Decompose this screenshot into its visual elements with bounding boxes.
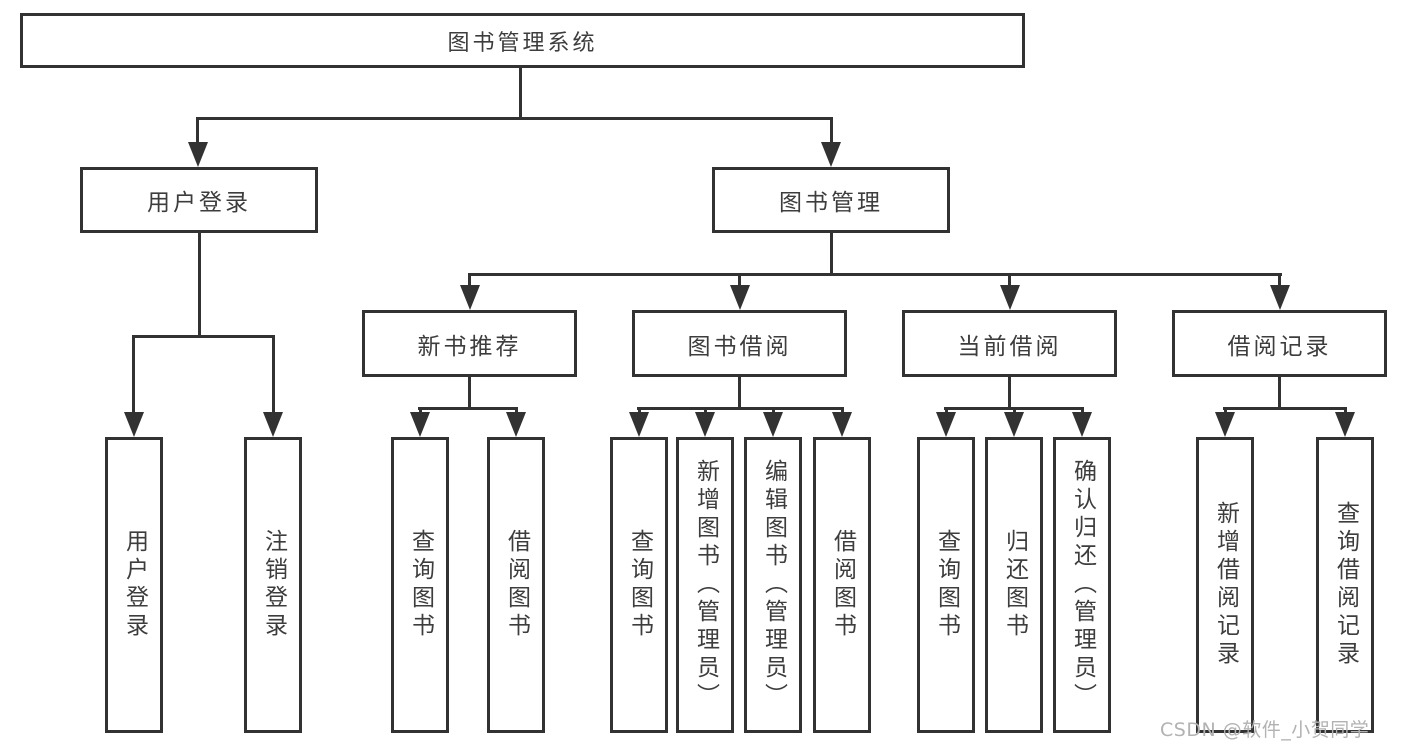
arrowhead-icon (1335, 412, 1355, 437)
node-book-borrowing: 图书借阅 (632, 310, 847, 377)
connector-line (468, 273, 1282, 276)
node-current-borrowing: 当前借阅 (902, 310, 1117, 377)
node-user-login: 用户登录 (80, 167, 318, 233)
arrowhead-icon (1004, 412, 1024, 437)
connector-line (1224, 407, 1227, 416)
connector-line (1081, 407, 1084, 416)
leaf-borrowing-borrow-books: 借阅图书 (813, 437, 871, 733)
leaf-borrowing-edit-books-admin: 编辑图书（管理员） (744, 437, 802, 733)
arrowhead-icon (730, 285, 750, 310)
leaf-newbook-query-books: 查询图书 (391, 437, 449, 733)
connector-line (519, 68, 522, 119)
leaf-borrowing-add-books-admin: 新增图书（管理员） (676, 437, 734, 733)
connector-line (468, 273, 471, 289)
leaf-logout: 注销登录 (244, 437, 302, 733)
arrowhead-icon (460, 285, 480, 310)
connector-line (830, 233, 833, 276)
arrowhead-icon (1215, 412, 1235, 437)
arrowhead-icon (821, 142, 841, 167)
arrowhead-icon (695, 412, 715, 437)
arrowhead-icon (188, 142, 208, 167)
connector-line (841, 407, 844, 416)
connector-line (738, 377, 741, 409)
leaf-records-query-borrow-record: 查询借阅记录 (1316, 437, 1374, 733)
connector-line (132, 335, 135, 415)
connector-line (196, 117, 199, 147)
connector-line (772, 407, 775, 416)
connector-line (418, 407, 518, 410)
node-library-management-system: 图书管理系统 (20, 13, 1025, 68)
arrowhead-icon (506, 412, 526, 437)
connector-line (638, 407, 641, 416)
arrowhead-icon (1000, 285, 1020, 310)
connector-line (198, 233, 201, 337)
node-new-book-recommendation: 新书推荐 (362, 310, 577, 377)
connector-line (738, 273, 741, 289)
leaf-user-login: 用户登录 (105, 437, 163, 733)
arrowhead-icon (1072, 412, 1092, 437)
connector-line (1278, 377, 1281, 409)
node-borrowing-records: 借阅记录 (1172, 310, 1387, 377)
leaf-newbook-borrow-books: 借阅图书 (487, 437, 545, 733)
arrowhead-icon (832, 412, 852, 437)
leaf-current-query-books: 查询图书 (917, 437, 975, 733)
arrowhead-icon (124, 412, 144, 437)
connector-line (1344, 407, 1347, 416)
connector-line (419, 407, 422, 416)
node-book-management: 图书管理 (712, 167, 950, 233)
arrowhead-icon (410, 412, 430, 437)
arrowhead-icon (763, 412, 783, 437)
connector-line (945, 407, 948, 416)
connector-line (515, 407, 518, 416)
connector-line (1008, 377, 1011, 409)
connector-line (637, 407, 844, 410)
connector-line (830, 117, 833, 147)
arrowhead-icon (263, 412, 283, 437)
connector-line (1013, 407, 1016, 416)
arrowhead-icon (629, 412, 649, 437)
leaf-borrowing-query-books: 查询图书 (610, 437, 668, 733)
arrowhead-icon (1270, 285, 1290, 310)
connector-line (704, 407, 707, 416)
connector-line (132, 335, 275, 338)
watermark: CSDN @软件_小贺同学 (1160, 719, 1370, 741)
leaf-current-return-books: 归还图书 (985, 437, 1043, 733)
connector-line (1223, 407, 1346, 410)
connector-line (272, 335, 275, 415)
connector-line (1278, 273, 1281, 289)
leaf-current-confirm-return-admin: 确认归还（管理员） (1053, 437, 1111, 733)
connector-line (468, 377, 471, 409)
connector-line (1008, 273, 1011, 289)
leaf-records-add-borrow-record: 新增借阅记录 (1196, 437, 1254, 733)
arrowhead-icon (936, 412, 956, 437)
connector-line (196, 117, 833, 120)
